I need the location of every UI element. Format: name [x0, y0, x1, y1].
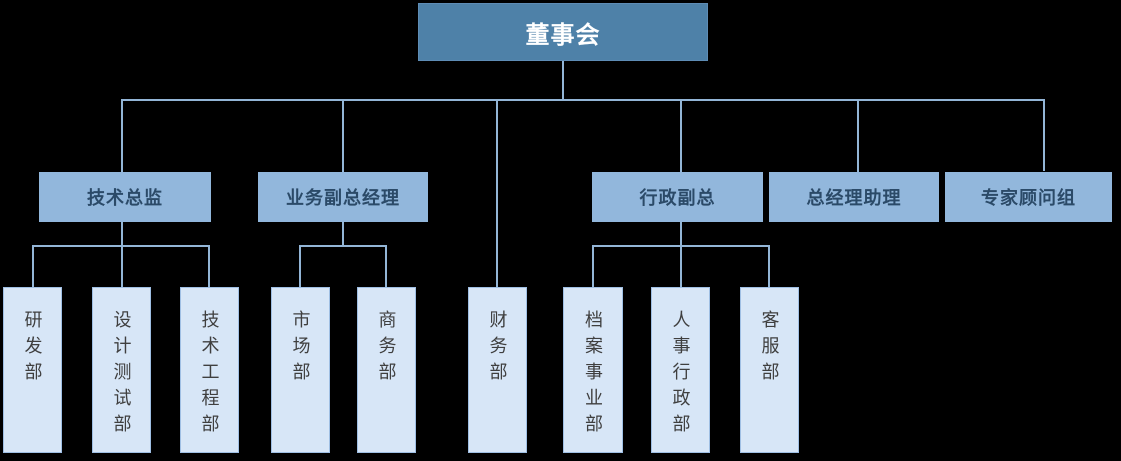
node-admin-deputy[interactable]: 行政副总	[592, 172, 763, 222]
connector-drop-design-testing-dept	[121, 247, 123, 287]
connector-drop-customer-service-dept	[768, 245, 770, 287]
connector-admin-deputy-stem	[680, 222, 682, 245]
connector-drop-expert-advisory	[1043, 99, 1045, 171]
node-tech-director[interactable]: 技术总监	[39, 172, 211, 222]
node-label: 董事会	[525, 21, 601, 49]
connector-tech-director-stem	[121, 222, 123, 245]
connector-root-stem	[562, 61, 564, 100]
node-hr-admin-dept[interactable]: 人事行政部	[651, 287, 710, 453]
node-gm-assistant[interactable]: 总经理助理	[769, 172, 939, 222]
node-label: 技术工程部	[199, 310, 220, 440]
node-label: 财务部	[487, 310, 508, 388]
connector-drop-marketing-dept	[299, 245, 301, 287]
node-label: 客服部	[759, 310, 780, 388]
connector-drop-business-deputy-gm	[342, 101, 344, 172]
connector-drop-admin-deputy	[680, 101, 682, 172]
node-board-of-directors[interactable]: 董事会	[418, 3, 708, 61]
node-label: 总经理助理	[806, 188, 902, 208]
node-expert-advisory-group[interactable]: 专家顾问组	[945, 172, 1112, 222]
node-label: 市场部	[290, 310, 311, 388]
connector-business-deputy-stem	[342, 222, 344, 245]
connector-drop-tech-director	[121, 101, 123, 172]
node-label: 档案事业部	[583, 310, 603, 440]
node-label: 人事行政部	[670, 310, 691, 440]
node-label: 行政副总	[639, 188, 716, 208]
node-label: 专家顾问组	[981, 188, 1076, 208]
node-design-testing-dept[interactable]: 设计测试部	[92, 287, 151, 453]
connector-drop-hr-admin-dept	[680, 247, 682, 287]
node-finance-dept[interactable]: 财务部	[468, 287, 527, 453]
node-label: 技术总监	[87, 188, 163, 208]
connector-drop-archives-dept	[592, 245, 594, 287]
node-tech-engineering-dept[interactable]: 技术工程部	[180, 287, 239, 453]
connector-drop-tech-engineering-dept	[208, 245, 210, 287]
node-label: 商务部	[376, 310, 397, 388]
connector-drop-rnd-dept	[32, 245, 34, 287]
node-rnd-dept[interactable]: 研发部	[3, 287, 62, 453]
connector-drop-finance-dept	[496, 101, 498, 287]
connector-main-rail	[121, 99, 1045, 101]
connector-tech-director-rail	[32, 245, 210, 247]
node-marketing-dept[interactable]: 市场部	[271, 287, 330, 453]
node-label: 业务副总经理	[286, 188, 400, 208]
connector-drop-commerce-dept	[385, 245, 387, 287]
connector-admin-deputy-rail	[592, 245, 770, 247]
node-business-deputy-gm[interactable]: 业务副总经理	[258, 172, 428, 222]
node-archives-dept[interactable]: 档案事业部	[563, 287, 623, 453]
node-label: 研发部	[22, 310, 43, 388]
connector-drop-gm-assistant	[857, 101, 859, 172]
node-label: 设计测试部	[111, 310, 132, 440]
connector-business-deputy-rail	[299, 245, 387, 247]
node-commerce-dept[interactable]: 商务部	[357, 287, 416, 453]
node-customer-service-dept[interactable]: 客服部	[740, 287, 799, 453]
